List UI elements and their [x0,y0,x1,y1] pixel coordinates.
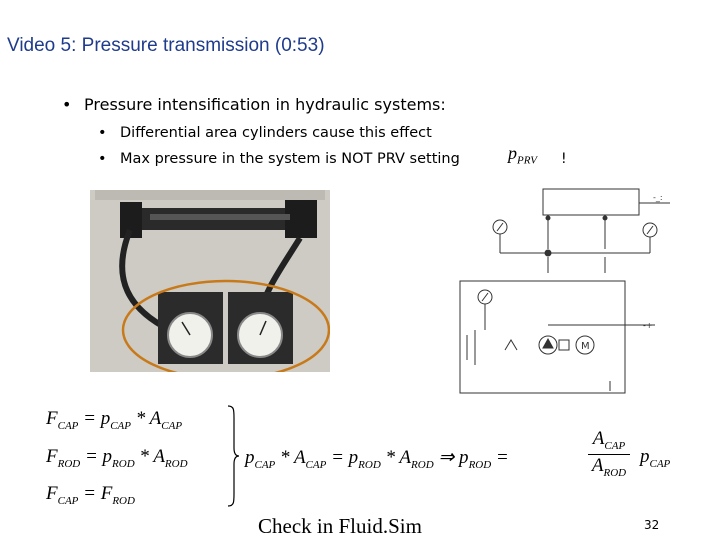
bullet-text: Differential area cylinders cause this e… [120,125,432,141]
bullet-dot: • [62,95,84,114]
equation-force-balance: FCAP = FROD [46,483,135,507]
equation-force-cap: FCAP = pCAP * ACAP [46,408,182,432]
brace-symbol [226,404,240,512]
bullet-dot: • [98,151,120,167]
exclamation-mark: ! [561,151,567,167]
footer-note: Check in Fluid.Sim [258,514,422,539]
bullet-text: Max pressure in the system is NOT PRV se… [120,151,460,167]
bullet-dot: • [98,125,120,141]
equation-tail: pCAP [640,446,670,470]
hydraulic-circuit-diagram: -_: -+ M [455,185,675,404]
equation-force-rod: FROD = pROD * AROD [46,446,188,470]
area-ratio-fraction: ACAP AROD [588,428,630,479]
page-number: 32 [644,518,659,532]
fraction-numerator: ACAP [588,428,630,455]
fraction-denominator: AROD [592,455,626,476]
bullet-text: Pressure intensification in hydraulic sy… [84,95,446,114]
bullet-level2: •Differential area cylinders cause this … [98,125,432,141]
slide-title: Video 5: Pressure transmission (0:53) [7,35,325,57]
bullet-level2: •Max pressure in the system is NOT PRV s… [98,151,460,167]
bullet-level1: •Pressure intensification in hydraulic s… [62,95,446,114]
cylinder-photo [90,190,330,372]
equation-pressure-result: pCAP * ACAP = pROD * AROD ⇒ pROD = [245,446,509,471]
prv-symbol: pPRV [508,143,537,167]
svg-text:-_:: -_: [653,193,663,202]
motor-label: M [581,341,590,352]
svg-text:-+: -+ [643,321,653,330]
